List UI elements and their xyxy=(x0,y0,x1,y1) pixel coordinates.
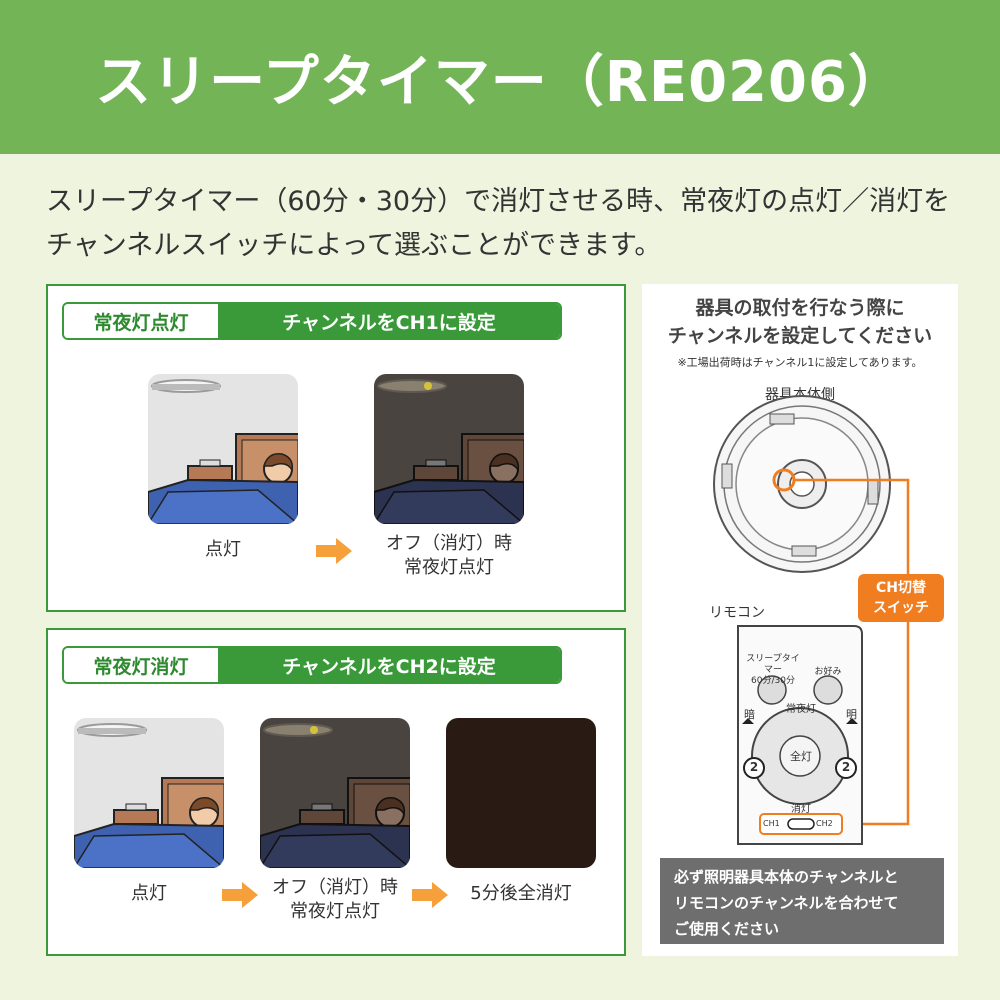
side-title-line: チャンネルを設定してください xyxy=(667,325,933,347)
warning-line: ご使用ください xyxy=(674,920,780,938)
ch1-panel: 常夜灯点灯 チャンネルをCH1に設定 xyxy=(46,284,626,612)
caption-line: 常夜灯点灯 xyxy=(404,557,494,578)
caption-line: オフ（消灯）時 xyxy=(386,533,512,554)
caption-night-light: オフ（消灯）時 常夜灯点灯 xyxy=(260,876,410,924)
ch-switch-label: CH切替 スイッチ xyxy=(858,574,944,622)
scene-night-light xyxy=(260,718,410,868)
ch1-label: CH1 xyxy=(763,819,780,828)
caption-line: オフ（消灯）時 xyxy=(272,877,398,898)
ch-switch-line: スイッチ xyxy=(873,600,929,616)
intro-line-2: チャンネルスイッチによって選ぶことができます。 xyxy=(46,230,662,261)
fixture-diagram xyxy=(713,395,910,830)
right-arrow-icon xyxy=(316,538,352,564)
two-right: 2 xyxy=(841,760,851,774)
sleep-timer-label: スリープタイマー 60分/30分 xyxy=(746,654,800,687)
scene-light-on xyxy=(148,374,298,524)
caption-night-light: オフ（消灯）時 常夜灯点灯 xyxy=(354,532,544,580)
right-arrow-icon xyxy=(412,882,448,908)
favorite-label: お好み xyxy=(814,667,842,677)
warning-line: リモコンのチャンネルを合わせて xyxy=(674,894,899,912)
right-arrow-icon xyxy=(222,882,258,908)
intro-text: スリープタイマー（60分・30分）で消灯させる時、常夜灯の点灯／消灯を チャンネ… xyxy=(46,180,966,268)
warning-box: 必ず照明器具本体のチャンネルと リモコンのチャンネルを合わせて ご使用ください xyxy=(660,858,944,944)
ch2-setting-tag: チャンネルをCH2に設定 xyxy=(218,648,560,682)
scene-all-off xyxy=(446,718,596,868)
ch1-setting-tag: チャンネルをCH1に設定 xyxy=(218,304,560,338)
page-title: スリープタイマー（RE0206） xyxy=(95,49,905,115)
all-on-label: 全灯 xyxy=(790,750,812,763)
remote-text: 60分/30分 xyxy=(751,676,795,686)
caption-light-on: 点灯 xyxy=(131,883,167,904)
ch2-tag-bar: 常夜灯消灯 チャンネルをCH2に設定 xyxy=(62,646,562,684)
ch1-tag-bar: 常夜灯点灯 チャンネルをCH1に設定 xyxy=(62,302,562,340)
ch2-label: CH2 xyxy=(816,819,833,828)
scene-light-on xyxy=(74,718,224,868)
scene-night-light xyxy=(374,374,524,524)
warning-line: 必ず照明器具本体のチャンネルと xyxy=(674,868,899,886)
intro-line-1: スリープタイマー（60分・30分）で消灯させる時、常夜灯の点灯／消灯を xyxy=(46,186,951,217)
night-light-label: 常夜灯 xyxy=(786,704,816,715)
night-light-off-tag: 常夜灯消灯 xyxy=(64,648,218,682)
channel-setting-panel: 器具の取付を行なう際に チャンネルを設定してください ※工場出荷時はチャンネル1… xyxy=(642,284,958,956)
bright-label: 明 xyxy=(846,708,857,721)
caption-all-off: 5分後全消灯 xyxy=(470,883,572,904)
off-label: 消灯 xyxy=(791,804,811,815)
night-light-on-tag: 常夜灯点灯 xyxy=(64,304,218,338)
caption-line: 常夜灯点灯 xyxy=(290,901,380,922)
ch-switch-line: CH切替 xyxy=(876,580,926,596)
side-title-line: 器具の取付を行なう際に xyxy=(695,297,905,319)
remote-text: スリープタイマー xyxy=(746,654,800,675)
dark-label: 暗 xyxy=(744,708,755,721)
side-title: 器具の取付を行なう際に チャンネルを設定してください xyxy=(642,294,958,350)
factory-note: ※工場出荷時はチャンネル1に設定してあります。 xyxy=(677,356,923,369)
ch2-panel: 常夜灯消灯 チャンネルをCH2に設定 xyxy=(46,628,626,956)
caption-light-on: 点灯 xyxy=(205,539,241,560)
header-banner: スリープタイマー（RE0206） xyxy=(0,0,1000,154)
remote-control-diagram xyxy=(737,625,863,845)
two-left: 2 xyxy=(749,760,759,774)
remote-label: リモコン xyxy=(709,605,765,621)
